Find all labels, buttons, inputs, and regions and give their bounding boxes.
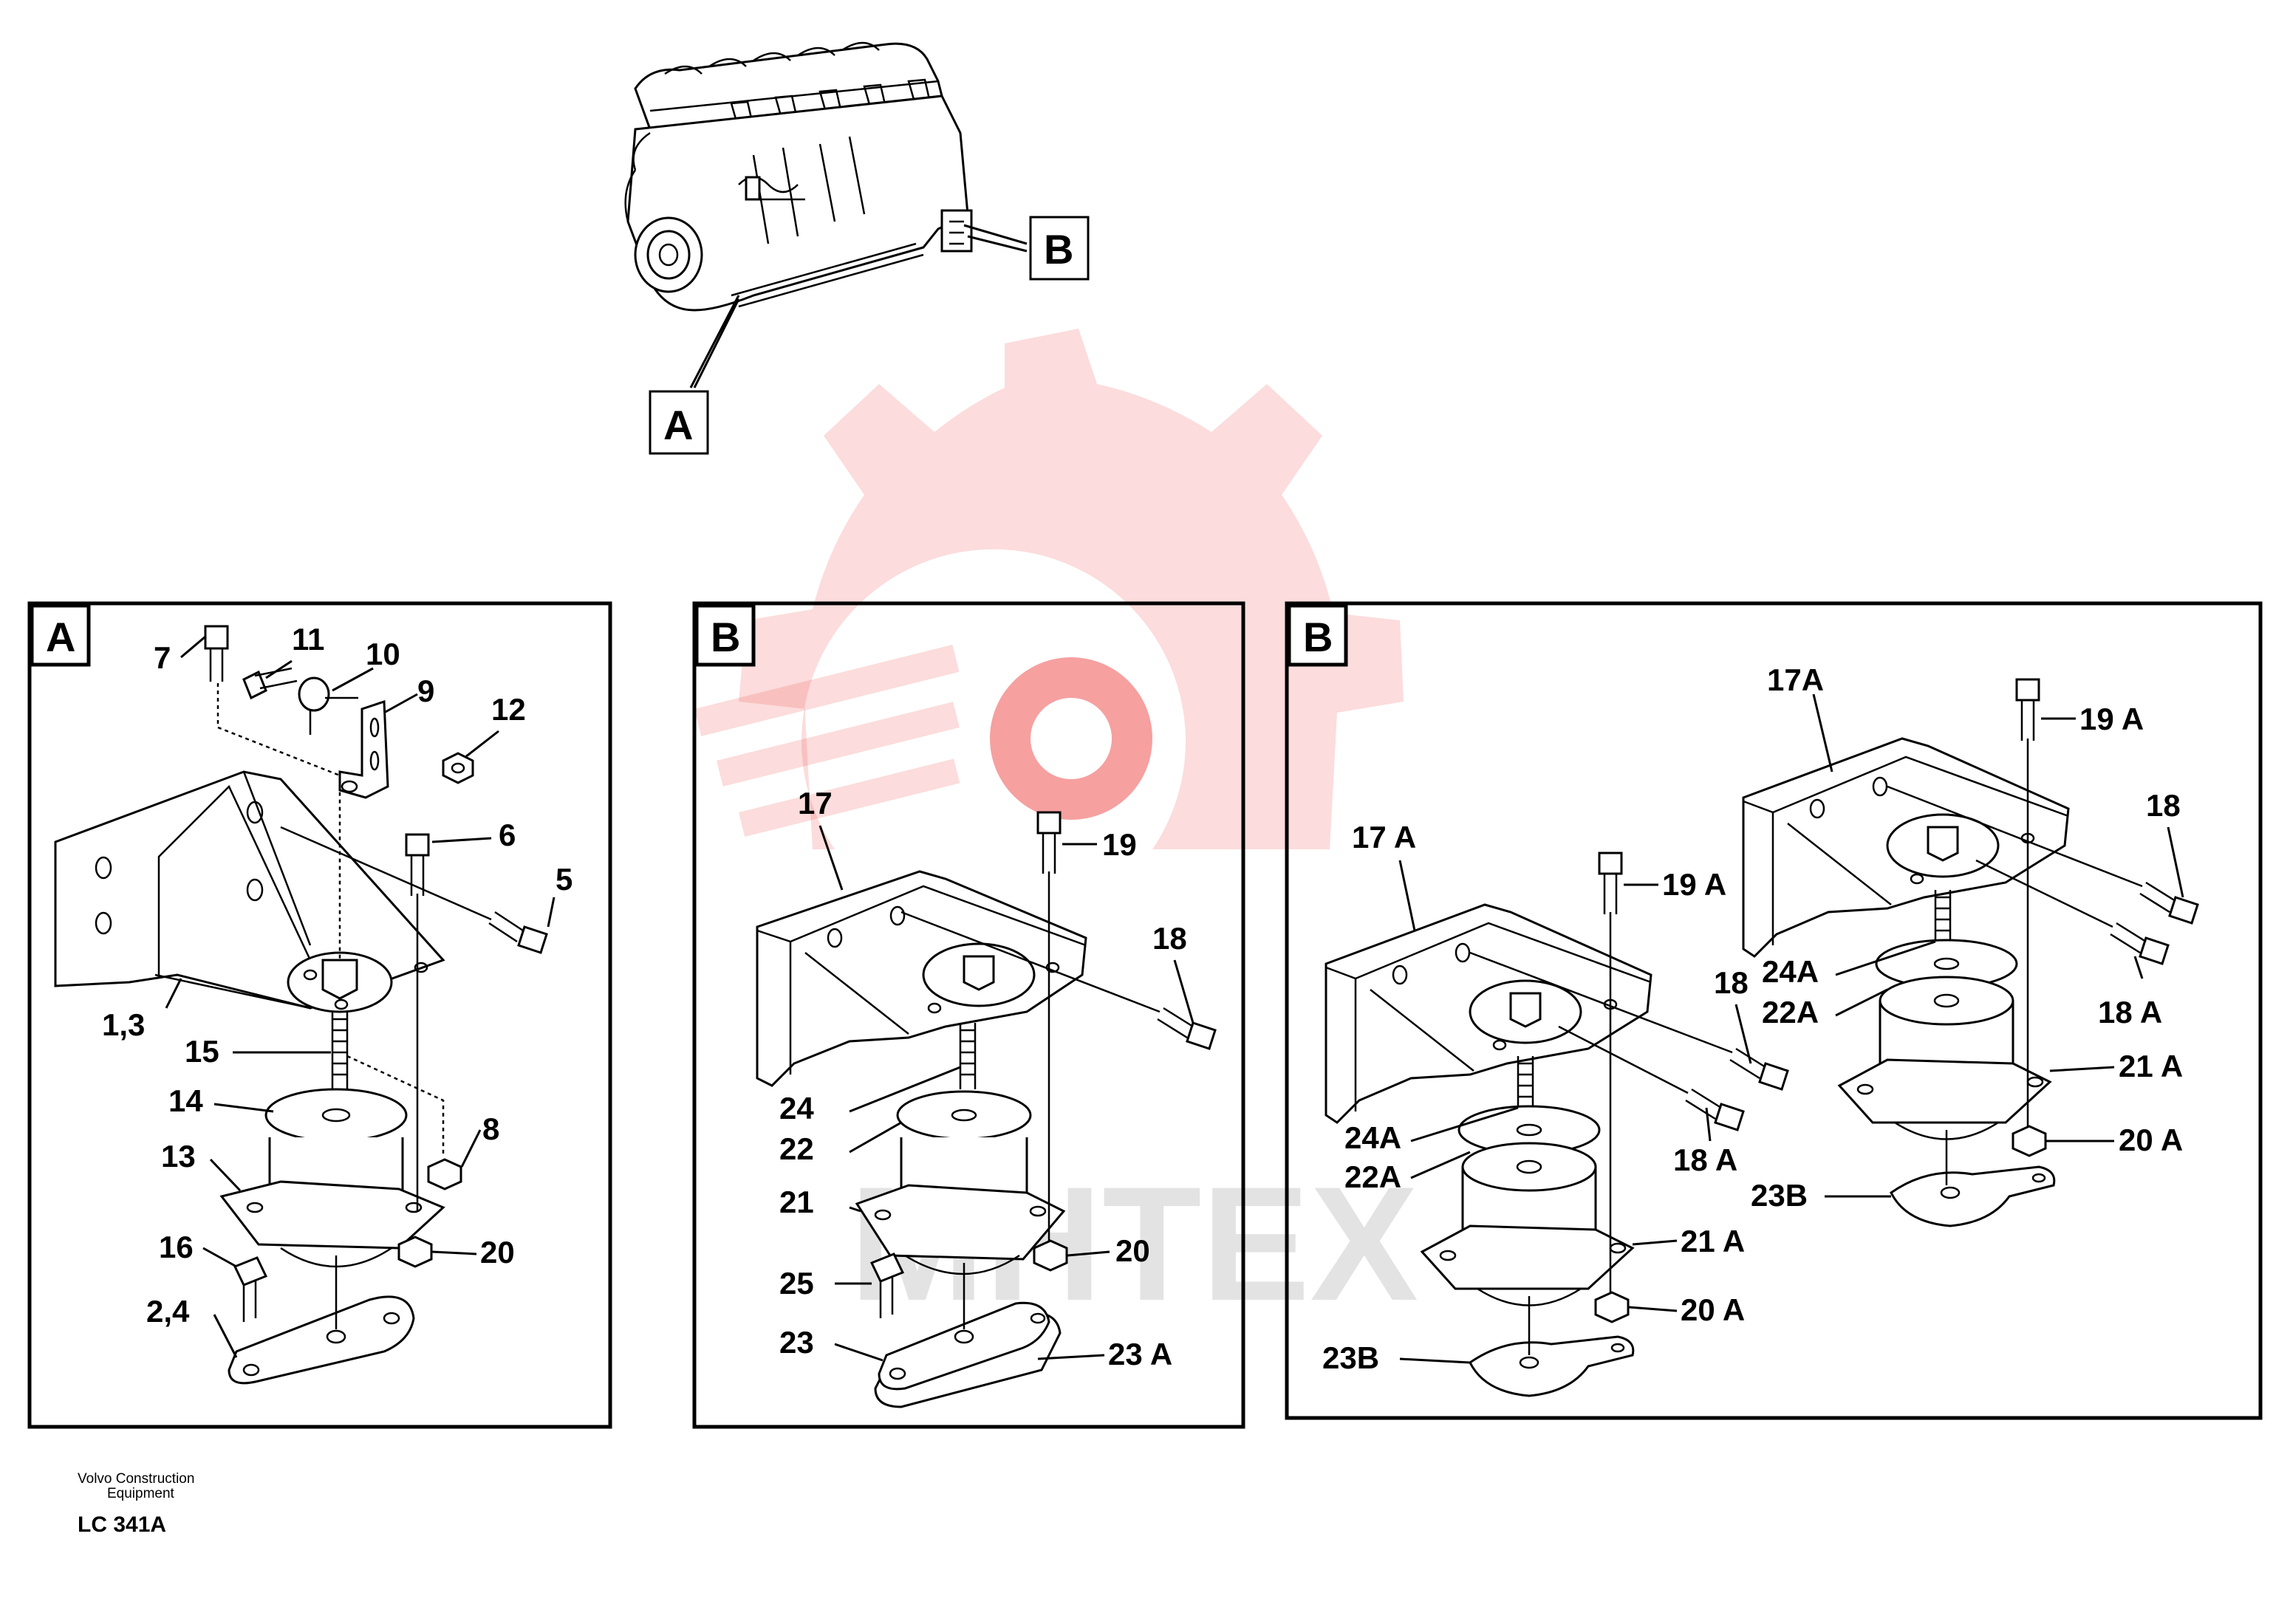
panel-a-frame xyxy=(27,601,612,1429)
engine-illustration-icon xyxy=(624,41,973,312)
gear-watermark-icon xyxy=(739,329,1404,849)
callout-19a-left: 19 A xyxy=(1662,867,1726,902)
leader-b-line xyxy=(963,224,1028,253)
callout-21: 21 xyxy=(779,1185,814,1219)
callout-14: 14 xyxy=(168,1083,203,1118)
panel-a-tag: A xyxy=(46,614,75,660)
callout-16: 16 xyxy=(159,1230,194,1264)
panel-a-tag-box xyxy=(30,603,91,667)
callout-25: 25 xyxy=(779,1266,814,1301)
mount-assembly-b2-right-icon xyxy=(1742,678,2199,1227)
callout-18a-right: 18 A xyxy=(2098,995,2162,1029)
callout-19: 19 xyxy=(1102,827,1137,862)
callout-20a-left: 20 A xyxy=(1681,1292,1745,1327)
callout-19a-right: 19 A xyxy=(2079,702,2144,736)
callout-22a-right: 22A xyxy=(1762,995,1819,1029)
callout-17a-left: 17 A xyxy=(1352,820,1416,854)
callout-23b-right: 23B xyxy=(1751,1178,1808,1213)
footer: Volvo Construction Equipment LC 341A xyxy=(78,1471,194,1537)
callout-24: 24 xyxy=(779,1091,814,1126)
callout-5: 5 xyxy=(556,862,572,897)
callout-20a-right: 20 A xyxy=(2119,1123,2183,1157)
callout-20: 20 xyxy=(480,1235,515,1270)
callout-7: 7 xyxy=(154,640,171,675)
callout-2-4: 2,4 xyxy=(146,1294,190,1329)
callout-17a-right: 17A xyxy=(1767,662,1824,697)
speed-lines-icon xyxy=(694,644,960,837)
callout-22a-left: 22A xyxy=(1344,1159,1401,1194)
callout-11: 11 xyxy=(292,622,324,657)
panel-a: A xyxy=(27,601,612,1429)
overview-label-b: B xyxy=(1044,226,1073,273)
callout-13: 13 xyxy=(161,1139,196,1174)
callout-8: 8 xyxy=(482,1111,499,1146)
panel-b2-frame xyxy=(1285,601,2263,1420)
callout-10: 10 xyxy=(366,637,400,671)
callout-21a-right: 21 A xyxy=(2119,1049,2183,1083)
footer-company-line2: Equipment xyxy=(107,1486,175,1501)
callout-20-b1: 20 xyxy=(1115,1233,1150,1268)
overview-box-a xyxy=(649,390,709,455)
panel-b1-frame xyxy=(692,601,1245,1429)
footer-company-line1: Volvo Construction xyxy=(78,1471,194,1487)
panel-b1-tag-box xyxy=(694,603,756,667)
leader-a-line xyxy=(689,295,740,388)
panel-b2-tag: B xyxy=(1303,614,1333,660)
callout-18-right: 18 xyxy=(2146,788,2181,823)
callout-18a-left: 18 A xyxy=(1673,1142,1737,1177)
callout-17: 17 xyxy=(798,786,833,820)
callout-24a-right: 24A xyxy=(1762,954,1819,989)
panel-b1: B xyxy=(692,601,1245,1429)
mount-assembly-b2-left-icon xyxy=(1325,852,1789,1397)
watermark: MHTEX xyxy=(694,329,1418,1335)
panel-b2-tag-box xyxy=(1287,603,1348,667)
callout-15: 15 xyxy=(185,1034,219,1069)
footer-code: LC 341A xyxy=(78,1512,166,1537)
callout-23a: 23 A xyxy=(1108,1337,1172,1371)
callout-18: 18 xyxy=(1152,921,1187,956)
mount-assembly-b1-icon xyxy=(756,811,1217,1408)
panel-b2: B xyxy=(1285,601,2263,1420)
callout-23b-left: 23B xyxy=(1322,1340,1379,1375)
callout-18-left: 18 xyxy=(1714,965,1749,1000)
callout-9: 9 xyxy=(417,674,434,708)
callout-22: 22 xyxy=(779,1131,814,1166)
engine-overview: A B xyxy=(624,41,1090,455)
overview-label-a: A xyxy=(663,402,693,448)
callout-21a-left: 21 A xyxy=(1681,1224,1745,1258)
callout-6: 6 xyxy=(499,818,516,852)
panel-b1-tag: B xyxy=(711,614,740,660)
callout-1-3: 1,3 xyxy=(102,1007,145,1042)
mount-assembly-a-icon xyxy=(54,625,548,1385)
overview-box-b xyxy=(1029,216,1090,281)
callout-23: 23 xyxy=(779,1325,814,1360)
callout-12: 12 xyxy=(491,692,526,727)
callout-24a-left: 24A xyxy=(1344,1120,1401,1155)
